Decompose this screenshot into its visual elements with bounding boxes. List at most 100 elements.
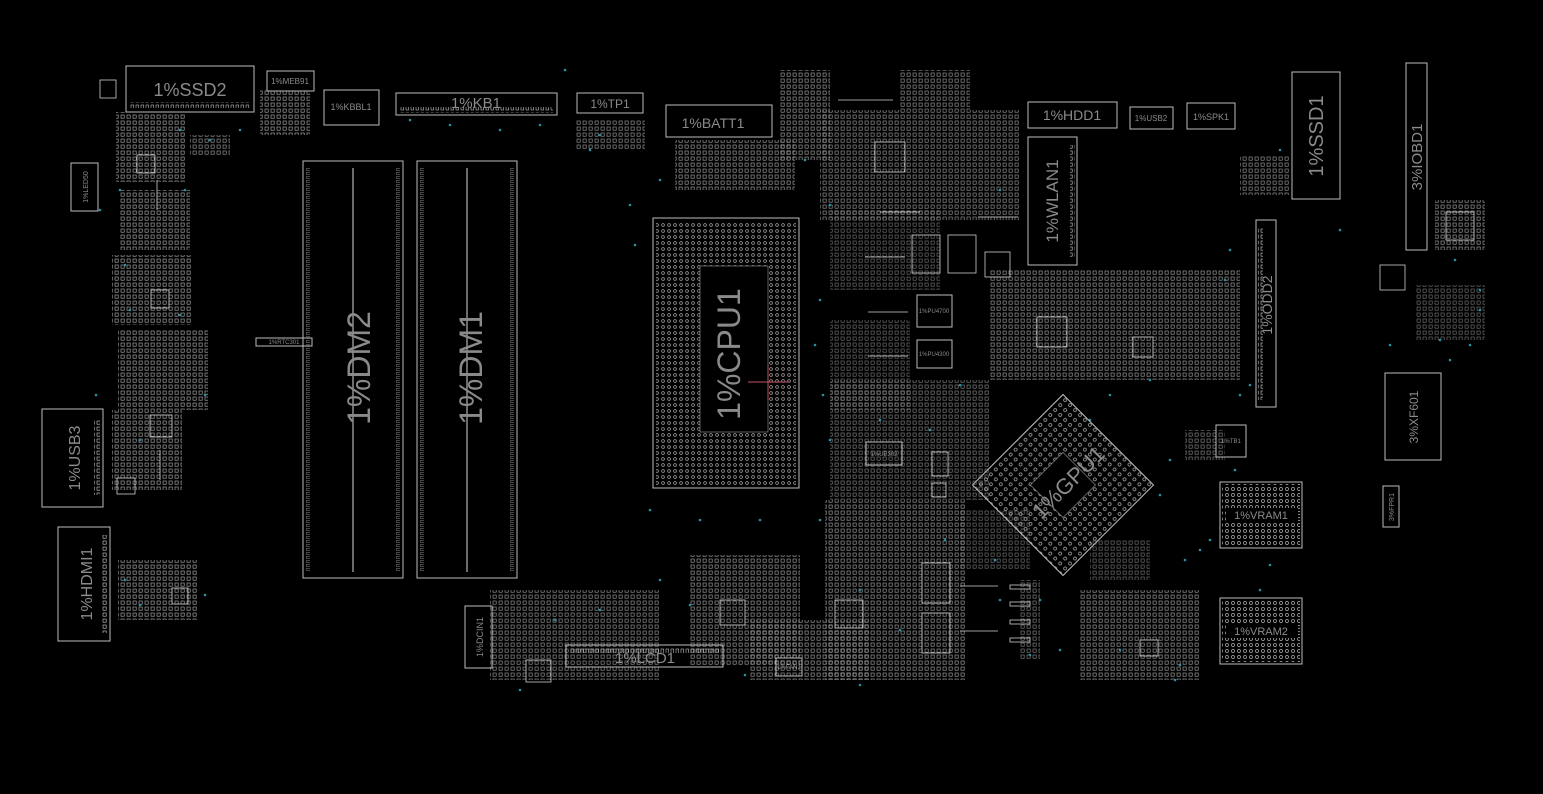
via-dot [1278,148,1282,152]
connector-hdmi1: 1%HDMI1 [57,526,111,642]
vram-1: 1%VRAM1 [1219,481,1303,549]
hdmi1-label: 1%HDMI1 [79,547,96,620]
via-dot [1118,648,1122,652]
via-dot [943,538,947,542]
via-dot [821,393,825,397]
via-dot [138,603,142,607]
connector-batt1: 1%BATT1 [665,104,773,138]
via-dot [743,673,747,677]
via-dot [1148,378,1152,382]
via-dot [1168,458,1172,462]
connector-usb2: 1%USB2 [1129,106,1174,130]
via-dot [598,133,602,137]
connector-iobd1: 3%IOBD1 [1405,62,1428,251]
via-dot [1448,358,1452,362]
ssd2-label: 1%SSD2 [153,80,226,100]
via-dot [1478,308,1482,312]
via-dot [1468,343,1472,347]
connector-wlan1: 1%WLAN1 [1027,136,1078,266]
via-dot [208,138,212,142]
via-dot [1438,338,1442,342]
via-dot [1223,278,1227,282]
connector-spk1: 1%SPK1 [1186,102,1236,130]
passive-component-clusters [99,70,1485,680]
connector-tb1: 1%TB1 [1215,424,1247,458]
via-dot [898,628,902,632]
via-dot [698,518,702,522]
connector-ssd1: 1%SSD1 [1291,71,1341,200]
wlan1-label: 1%WLAN1 [1043,159,1062,242]
kb1-label: 1%KB1 [451,95,501,112]
tp1-label: 1%TP1 [590,97,630,111]
connector-fpr1: 3%FPR1 [1382,485,1400,528]
via-dot [183,188,187,192]
via-dot [128,308,132,312]
via-dot [1158,493,1162,497]
via-dot [178,313,182,317]
via-dot [658,178,662,182]
via-dot [1058,648,1062,652]
via-dot [1233,468,1237,472]
vram1-label: 1%VRAM1 [1234,510,1288,522]
via-dot [633,243,637,247]
via-dot [758,518,762,522]
lcd1-label: 1%LCD1 [615,650,675,667]
dm1-label: 1%DM1 [453,311,489,425]
via-dot [1108,393,1112,397]
connector-dcin1: 1%DCIN1 [464,605,493,669]
via-dot [448,123,452,127]
dimm-slot-dm2: 1%DM2 [302,160,404,579]
connector-meb91: 1%MEB91 [266,70,315,92]
via-dot [803,158,807,162]
odd2-label: 1%ODD2 [1259,275,1275,334]
via-dot [1338,228,1342,232]
via-dot [588,148,592,152]
ic-pu4300: 1%PU4300 [916,339,953,369]
via-dot [648,508,652,512]
iobd1-label: 3%IOBD1 [1409,124,1426,191]
via-dot [928,428,932,432]
connector-odd2: 1%ODD2 [1255,219,1277,408]
via-dot [1258,588,1262,592]
connector-kb1: 1%KB1 [395,92,558,116]
via-dot [1178,663,1182,667]
connector-lcd1: 1%LCD1 [565,644,724,668]
via-dot [1028,653,1032,657]
ic-pu4700: 1%PU4700 [916,294,953,328]
via-dot [123,263,127,267]
misc-ics [116,141,1475,683]
via-dot [1268,563,1272,567]
ic-ue302: 1%UE302 [865,441,903,466]
cpu1-label: 1%CPU1 [711,288,747,420]
via-dot [1453,258,1457,262]
via-dot [828,438,832,442]
connector-hdd1: 1%HDD1 [1027,101,1118,129]
dcin1-label: 1%DCIN1 [475,617,485,657]
via-dot [98,208,102,212]
dimm-slot-dm1: 1%DM1 [416,160,518,579]
connector-ssd2: 1%SSD2 [125,65,255,113]
via-dots [94,68,1482,692]
tb1-label: 1%TB1 [1221,439,1241,445]
via-dot [518,688,522,692]
via-dot [688,603,692,607]
via-dot [1173,678,1177,682]
via-dot [878,418,882,422]
kbbl1-label: 1%KBBL1 [330,102,371,112]
via-dot [998,188,1002,192]
connector-xf601: 3%XF601 [1384,372,1442,461]
batt1-label: 1%BATT1 [682,115,745,131]
via-dot [818,298,822,302]
via-dot [94,393,98,397]
via-dot [203,593,207,597]
via-dot [1388,343,1392,347]
pu4700-label: 1%PU4700 [919,309,950,315]
connector-kbbl1: 1%KBBL1 [323,89,380,126]
vram-2: 1%VRAM2 [1219,597,1303,665]
connector-tp1: 1%TP1 [576,92,644,114]
spk1-label: 1%SPK1 [1193,112,1229,122]
xf601-label: 3%XF601 [1407,390,1421,443]
usb2-label: 1%USB2 [1135,114,1168,123]
via-dot [118,188,122,192]
